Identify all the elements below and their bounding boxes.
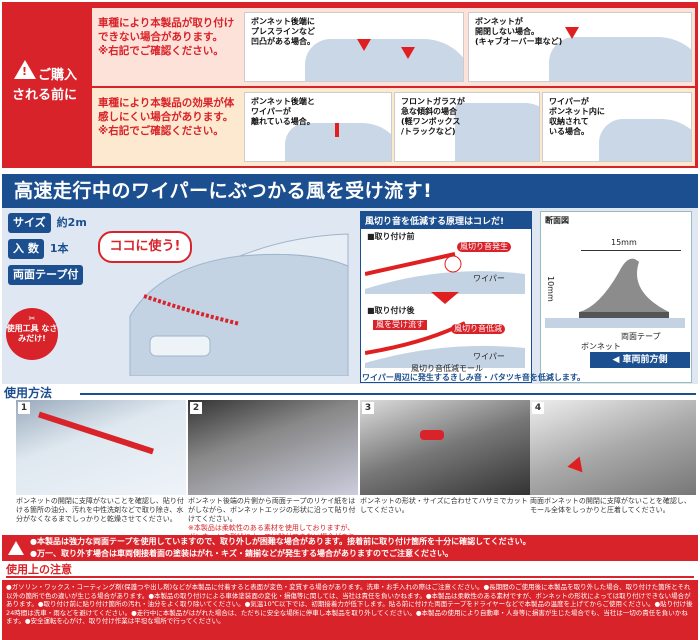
section-height-label: 10mm xyxy=(546,276,555,302)
step-2-main: ボンネット後端の片側から両面テープのリケイ紙をはがしながら、ボンネットエッジの形… xyxy=(188,497,356,523)
principle-title: 風切り音を低減する原理はコレだ! xyxy=(361,212,531,229)
step-4-photo: 4 xyxy=(530,400,696,495)
section-tape-label: 両面テープ xyxy=(621,332,661,341)
arrow-down-icon xyxy=(431,292,459,304)
scissors-icon: ✂ xyxy=(28,314,36,323)
caution-row-2-main: 車種により本製品の効果が体感しにくい場合があります。 xyxy=(98,97,235,123)
principle-after-molding: 風切り音低減モール xyxy=(411,364,483,373)
spec-qty: 入 数 1本 xyxy=(8,239,69,259)
caution-row-1-main: 車種により本製品が取り付けできない場合があります。 xyxy=(98,17,235,43)
step-2-photo: 2 xyxy=(188,400,358,495)
principle-after-wiper: ワイパー xyxy=(473,352,505,361)
arrow-down-icon xyxy=(357,39,371,51)
principle-panel: 風切り音を低減する原理はコレだ! ■取り付け前 風切り音発生 ワイパー ■取り付… xyxy=(360,211,532,383)
gap-marker-icon xyxy=(335,123,339,137)
arrow-icon xyxy=(567,456,589,478)
warning-icon xyxy=(14,60,36,79)
caution-row-2-text: 車種により本製品の効果が体感しにくい場合があります。 ※右記でご確認ください。 xyxy=(98,96,238,138)
principle-before-noise: 風切り音発生 xyxy=(457,242,511,252)
molding-marker xyxy=(38,411,154,455)
tool-badge-text: 使用工具 なさみだけ! xyxy=(6,324,58,343)
spec-size: サイズ約2m xyxy=(8,213,87,233)
caution-pic-hidden: ワイパーが ボンネット内に 収納されて いる場合。 xyxy=(542,92,692,162)
step-3-text: ボンネットの形状・サイズに合わせてハサミでカットしてください。 xyxy=(360,497,528,514)
arrow-down-icon xyxy=(401,47,415,59)
caution-pic-pressline-label: ボンネット後端に プレスラインなど 凹凸がある場合。 xyxy=(251,17,315,46)
section-bonnet-label: ボンネット xyxy=(581,342,621,351)
warning-line-1: ●本製品は強力な両面テープを使用していますので、取り外しが困難な場合があります。… xyxy=(30,537,531,546)
warning-bar: ●本製品は強力な両面テープを使用していますので、取り外しが困難な場合があります。… xyxy=(2,535,698,561)
caution-side-label: ご購入される前に xyxy=(12,68,78,103)
caution-row-2-sub: ※右記でご確認ください。 xyxy=(98,125,224,137)
bonnet-shape xyxy=(545,318,685,328)
dimension-line xyxy=(581,250,681,251)
usage-divider xyxy=(80,393,696,395)
caution-row-1-sub: ※右記でご確認ください。 xyxy=(98,45,224,57)
caution-pic-gap: ボンネット後端と ワイパーが 離れている場合。 xyxy=(244,92,392,162)
step-3-photo: 3 xyxy=(360,400,530,495)
principle-after-flow: 風を受け流す xyxy=(373,320,427,330)
spec-qty-key: 入 数 xyxy=(8,239,44,259)
before-diagram xyxy=(365,252,525,294)
principle-after-noise: 風切り音低減 xyxy=(451,324,505,334)
caution-pic-cabover-label: ボンネットが 開閉しない場合。 (キャブオーバー車など) xyxy=(475,17,563,46)
step-2-number: 2 xyxy=(190,402,202,414)
principle-footnote: ワイパー周辺に発生するきしみ音・バタツキ音を低減します。 xyxy=(362,373,586,382)
caution-pic-gap-label: ボンネット後端と ワイパーが 離れている場合。 xyxy=(251,97,315,126)
caution-row-2: 車種により本製品の効果が体感しにくい場合があります。 ※右記でご確認ください。 … xyxy=(92,88,695,166)
caution-pic-cabover: ボンネットが 開閉しない場合。 (キャブオーバー車など) xyxy=(468,12,692,82)
step-1-number: 1 xyxy=(18,402,30,414)
spec-qty-value: 1本 xyxy=(49,242,69,255)
usage-title: 使用方法 xyxy=(4,386,53,400)
warning-lines: ●本製品は強力な両面テープを使用していますので、取り外しが困難な場合があります。… xyxy=(30,536,694,560)
notice-title: 使用上の注意 xyxy=(6,564,694,578)
spec-tape-key: 両面テープ付 xyxy=(8,265,84,285)
warning-line-2: ●万一、取り外す場合は車両側接着面の塗装はがれ・キズ・錆揃などが発生する場合があ… xyxy=(30,549,453,558)
step-4-number: 4 xyxy=(532,402,544,414)
arrow-down-icon xyxy=(565,27,579,39)
principle-before-label: ■取り付け前 xyxy=(367,232,415,241)
headline: 高速走行中のワイパーにぶつかる風を受け流す! xyxy=(2,174,698,208)
caution-row-1-text: 車種により本製品が取り付けできない場合があります。 ※右記でご確認ください。 xyxy=(98,16,238,58)
step-1-text: ボンネットの開閉に支障がないことを確認し、貼り付ける箇所の油分、汚れを中性洗剤な… xyxy=(16,497,184,523)
section-title: 断面図 xyxy=(545,216,569,225)
caution-row-1: 車種により本製品が取り付けできない場合があります。 ※右記でご確認ください。 ボ… xyxy=(92,8,695,86)
caution-pic-steep-label: フロントガラスが 急な傾斜の場合 (軽ワンボックス /トラックなど) xyxy=(401,97,465,136)
spec-size-value: 約2m xyxy=(56,216,87,229)
spec-tape: 両面テープ付 xyxy=(8,265,84,285)
principle-before-wiper: ワイパー xyxy=(473,274,505,283)
caution-pic-hidden-label: ワイパーが ボンネット内に 収納されて いる場合。 xyxy=(549,97,605,136)
section-shape xyxy=(579,258,669,318)
section-width-label: 15mm xyxy=(611,238,637,247)
callout-use-here: ココに使う! xyxy=(98,231,192,263)
scissors-icon xyxy=(420,430,444,440)
step-1-photo: 1 xyxy=(16,400,186,495)
car-illustration xyxy=(129,233,349,376)
caution-pic-pressline: ボンネット後端に プレスラインなど 凹凸がある場合。 xyxy=(244,12,464,82)
principle-after-label: ■取り付け後 xyxy=(367,306,415,315)
scissors-badge: ✂ 使用工具 なさみだけ! xyxy=(6,308,58,360)
direction-label: 車両前方側 xyxy=(622,355,668,365)
spec-size-key: サイズ xyxy=(8,213,51,233)
direction-badge: ◀ 車両前方側 xyxy=(590,352,690,368)
caution-pic-steep: フロントガラスが 急な傾斜の場合 (軽ワンボックス /トラックなど) xyxy=(394,92,540,162)
step-4-text: 両面ボンネットの開閉に支障がないことを確認し、モール全体をしっかりと圧着してくだ… xyxy=(530,497,691,514)
warning-icon xyxy=(8,541,24,555)
notice-text: ●ガソリン・ワックス・コーティング剤(保護つや出し剤)などが本製品に付着すると表… xyxy=(2,580,698,640)
step-3-number: 3 xyxy=(362,402,374,414)
warning-mark: ! xyxy=(22,65,28,78)
